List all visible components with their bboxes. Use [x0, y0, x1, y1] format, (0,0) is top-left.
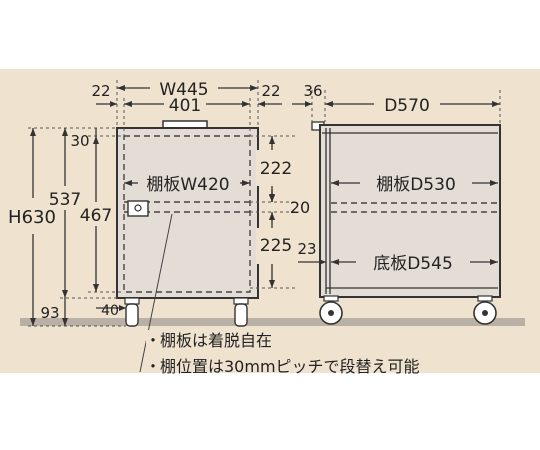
side-cabinet-body: [319, 124, 501, 298]
overall-height-label: H630: [8, 207, 56, 228]
caster-mount-right: [233, 297, 249, 305]
side-view: [311, 121, 501, 325]
dimension-labels: W445 401 22 22 H630 537 467 30 93 40 棚板W…: [4, 78, 456, 322]
side-overall-depth-label: D570: [384, 96, 430, 116]
lock-icon: [127, 200, 149, 217]
notes: ・ 棚板は着脱自在 ・ 棚位置は30mmピッチで段替え可能: [145, 330, 420, 376]
side-caster-mount-right: [477, 295, 493, 302]
lower-space-label: 225: [260, 236, 292, 256]
note-leader-line: [139, 213, 173, 373]
side-caster-mount-left: [323, 295, 339, 302]
inner-height-label: 467: [80, 206, 112, 226]
front-left-margin-label: 22: [91, 82, 110, 100]
caster-mount-left: [124, 297, 140, 305]
upper-space-label: 222: [260, 159, 292, 179]
base-height-label: 93: [40, 304, 59, 322]
note-bullet-2: ・: [145, 357, 161, 376]
side-dimensions: [292, 90, 501, 265]
front-right-margin-label: 22: [261, 82, 280, 100]
floor-line: [20, 318, 525, 326]
side-shelf-depth-label: 棚板D530: [376, 175, 456, 195]
caster-wheel-left-icon: [125, 303, 139, 327]
shelf-thickness-label: 20: [290, 198, 310, 217]
front-view: [116, 120, 259, 327]
front-dimensions: [28, 80, 296, 327]
caster-wheel-right-icon: [234, 303, 248, 327]
note-line-2: 棚位置は30mmピッチで段替え可能: [160, 357, 420, 376]
top-margin-label: 30: [70, 132, 89, 150]
front-inner-width-label: 401: [169, 96, 201, 116]
front-inner-dashed: [123, 135, 251, 293]
front-shelf-width-label: 棚板W420: [146, 175, 229, 195]
caster-clearance-label: 40: [101, 303, 119, 319]
side-bottom-depth-label: 底板D545: [373, 254, 453, 274]
side-bottom-offset-label: 23: [297, 240, 316, 258]
note-bullet-1: ・: [145, 331, 161, 350]
side-caster-hub-left: [328, 310, 334, 316]
lock-keyhole-icon: [134, 204, 142, 212]
side-top-offset-label: 36: [303, 82, 322, 100]
note-line-1: 棚板は着脱自在: [160, 331, 272, 350]
side-caster-hub-right: [482, 310, 488, 316]
body-height-label: 537: [49, 190, 81, 210]
